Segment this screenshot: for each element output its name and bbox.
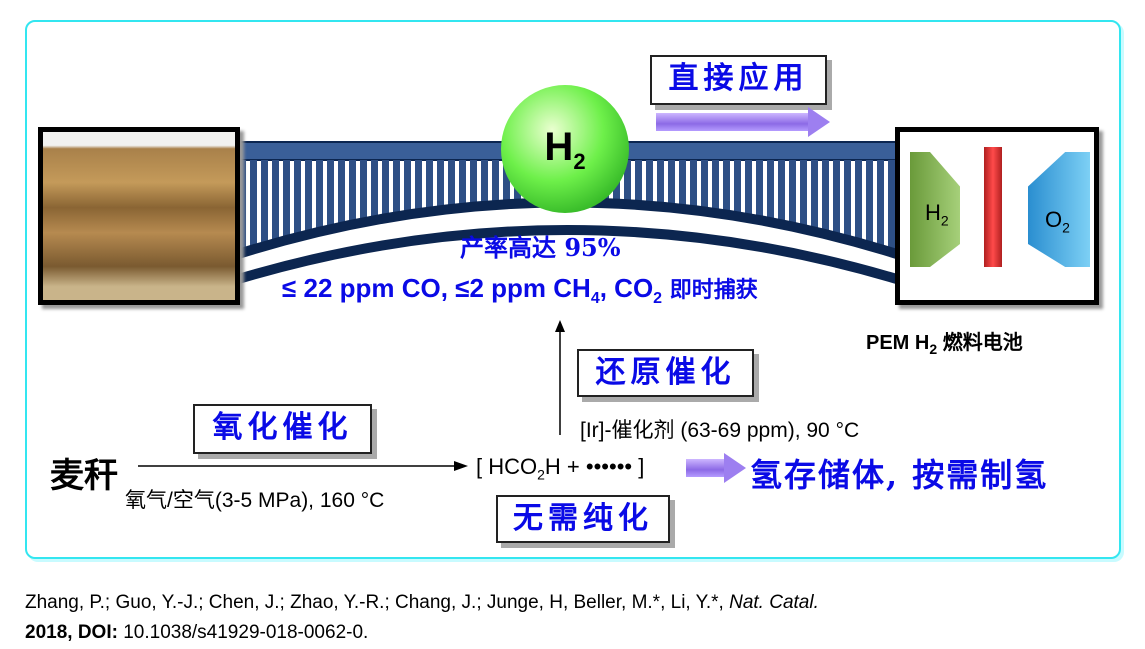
citation-year: 2018, DOI:	[25, 622, 118, 643]
bridge-post	[459, 160, 466, 255]
caption-part: 燃料电池	[937, 332, 1023, 354]
bridge-post	[470, 160, 477, 255]
bridge-post	[668, 160, 675, 255]
wheat-straw-image	[38, 127, 240, 305]
bridge-post	[261, 160, 268, 255]
fuel-cell-caption: PEM H2 燃料电池	[866, 326, 1023, 357]
impurity-text: ≤ 22 ppm CO, ≤2 ppm CH4, CO2 即时捕获	[282, 272, 758, 308]
bridge-post	[712, 160, 719, 255]
yield-text: 产率高达 95%	[460, 233, 621, 262]
impurity-part: ≤ 22 ppm CO, ≤2 ppm CH	[282, 273, 591, 303]
fuel-cell-o2-sub: 2	[1062, 219, 1070, 236]
impurity-part: , CO	[599, 273, 654, 303]
bridge-post	[756, 160, 763, 255]
bridge-post	[888, 160, 895, 255]
bridge-post	[822, 160, 829, 255]
storage-arrow	[686, 453, 746, 483]
up-arrow	[555, 320, 565, 435]
caption-part: PEM H	[866, 332, 930, 354]
citation-journal: Nat. Catal.	[729, 592, 819, 613]
bridge-post	[360, 160, 367, 255]
reaction-arrow	[138, 461, 468, 471]
bridge-post	[404, 160, 411, 255]
bridge-post	[327, 160, 334, 255]
intermediate-formula: [ HCO2H + •••••• ]	[476, 454, 644, 482]
bridge-post	[723, 160, 730, 255]
bridge-post	[305, 160, 312, 255]
bridge-post	[393, 160, 400, 255]
bridge-post	[789, 160, 796, 255]
bridge-post	[877, 160, 884, 255]
bridge-post	[745, 160, 752, 255]
ir-catalyst-conditions: [Ir]-催化剂 (63-69 ppm), 90 °C	[580, 419, 860, 442]
bridge-post	[657, 160, 664, 255]
impurity-part: 即时捕获	[662, 277, 758, 303]
fuel-cell-o2: O	[1045, 207, 1063, 232]
hydrogen-storage-text: 氢存储体, 按需制氢	[750, 456, 1049, 494]
oxidation-label: 氧化催化	[193, 404, 372, 454]
fuel-cell-h2-sub: 2	[940, 212, 949, 229]
formula-part: H + •••••• ]	[544, 454, 645, 479]
bridge-post	[349, 160, 356, 255]
wheat-straw-label: 麦秆	[50, 456, 118, 496]
bridge-post	[283, 160, 290, 255]
bridge-post	[382, 160, 389, 255]
bridge-post	[492, 160, 499, 255]
slide-frame	[25, 20, 1121, 559]
pem-fuel-cell-image: H2 O2	[895, 127, 1099, 305]
bridge-post	[734, 160, 741, 255]
bridge-post	[250, 160, 257, 255]
bridge-post	[767, 160, 774, 255]
bridge-post	[316, 160, 323, 255]
bridge-post	[866, 160, 873, 255]
h2-label: H	[544, 125, 574, 169]
citation-line-2: 2018, DOI: 10.1038/s41929-018-0062-0.	[25, 622, 368, 644]
bridge-post	[844, 160, 851, 255]
bridge-post	[800, 160, 807, 255]
citation-authors: Zhang, P.; Guo, Y.-J.; Chen, J.; Zhao, Y…	[25, 592, 730, 613]
oxidation-conditions: 氧气/空气(3-5 MPa), 160 °C	[125, 489, 385, 512]
bridge-post	[371, 160, 378, 255]
citation-doi: 10.1038/s41929-018-0062-0.	[117, 622, 369, 643]
reduction-label: 还原催化	[577, 349, 754, 397]
bridge-post	[855, 160, 862, 255]
bridge-post	[833, 160, 840, 255]
no-purification-label: 无需纯化	[496, 495, 670, 543]
h2-subscript: 2	[573, 149, 586, 174]
h2-sphere: H2	[501, 85, 629, 213]
direct-use-label: 直接应用	[650, 55, 827, 105]
citation-line-1: Zhang, P.; Guo, Y.-J.; Chen, J.; Zhao, Y…	[25, 592, 819, 614]
bridge-post	[481, 160, 488, 255]
bridge-post	[646, 160, 653, 255]
bridge-post	[624, 160, 631, 255]
bridge-post	[415, 160, 422, 255]
bridge-post	[778, 160, 785, 255]
impurity-sub: 4	[590, 290, 600, 308]
direct-use-arrow	[656, 107, 830, 137]
bridge-post	[272, 160, 279, 255]
bridge-post	[338, 160, 345, 255]
impurity-sub: 2	[653, 290, 663, 308]
bridge-post	[239, 160, 246, 255]
fuel-cell-h2: H	[925, 200, 941, 225]
bridge-post	[811, 160, 818, 255]
formula-part: [ HCO	[476, 454, 538, 479]
caption-sub: 2	[929, 341, 938, 357]
bridge-post	[635, 160, 642, 255]
formula-sub: 2	[537, 466, 545, 483]
bridge-post	[294, 160, 301, 255]
